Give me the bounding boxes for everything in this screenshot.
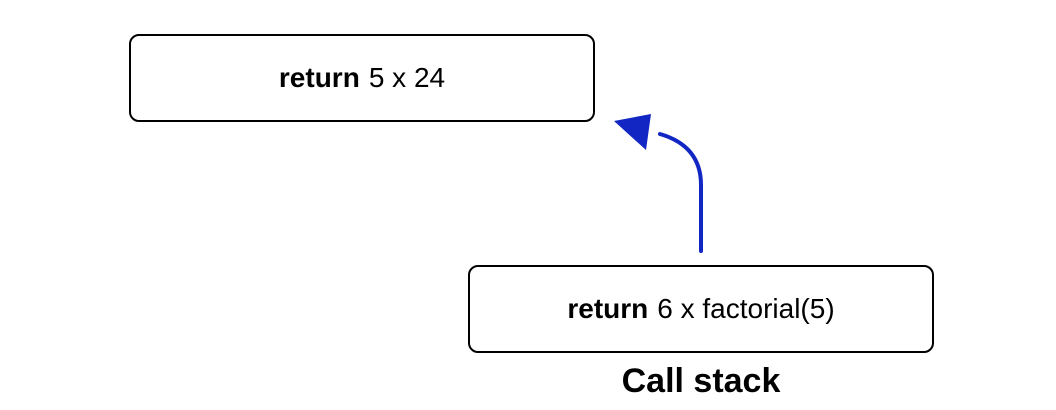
return-keyword: return [278,62,360,93]
return-arrow-line [658,132,703,253]
stack-frame-return-6-factorial: return 6 x factorial(5) [468,265,934,353]
call-stack-label: Call stack [621,362,781,400]
return-keyword: return [567,293,649,324]
stack-frame-return-5x24: return 5 x 24 [129,34,595,122]
arrow-head-icon [614,114,651,150]
frame-expression: 5 x 24 [368,62,446,93]
frame-expression: 6 x factorial(5) [657,293,835,324]
